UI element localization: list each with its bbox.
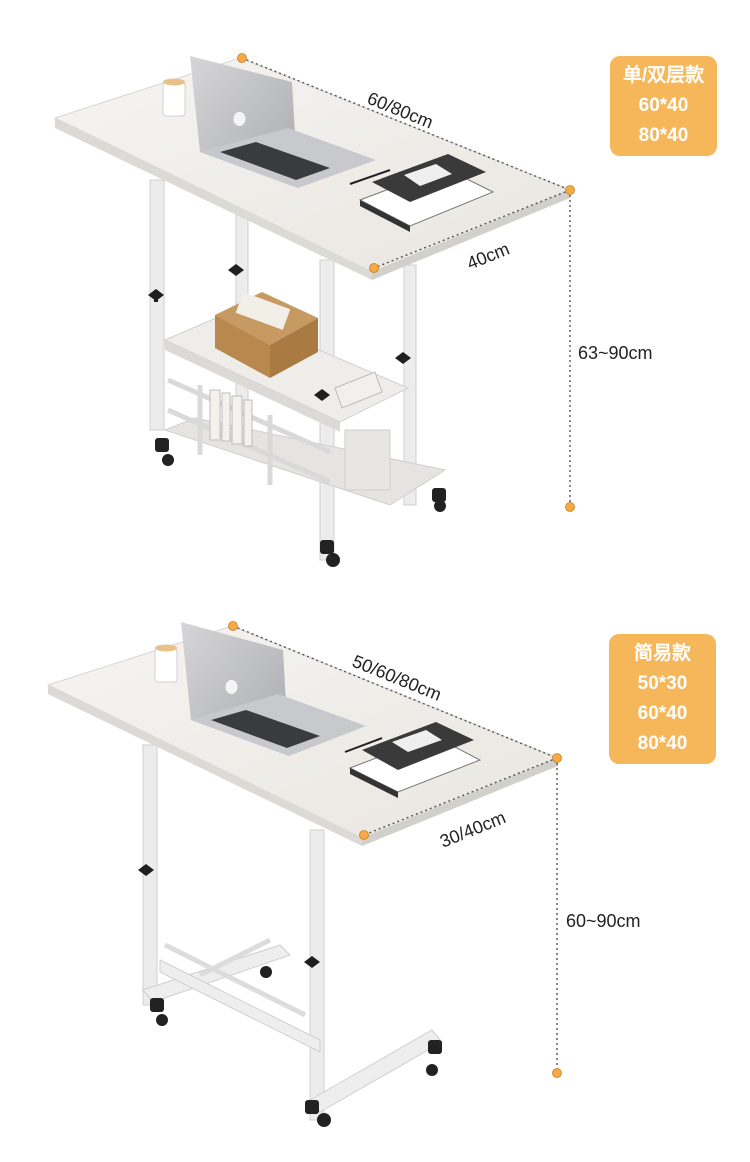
badge-size: 80*40 [638, 125, 689, 146]
dimension-lines [232, 57, 571, 1073]
badge-size: 60*40 [638, 95, 689, 116]
badge-size: 60*40 [637, 703, 688, 724]
simple-desk [46, 622, 560, 1127]
variant-badge-double-layer: 单/双层款 60*40 80*40 [610, 56, 717, 156]
double-layer-desk [53, 56, 572, 567]
variant-badge-simple: 简易款 50*30 60*40 80*40 [609, 634, 716, 764]
height-dimension-label: 63~90cm [578, 343, 653, 363]
badge-title: 单/双层款 [622, 65, 705, 86]
dimension-dots [228, 53, 575, 1078]
badge-size: 50*30 [637, 673, 688, 694]
badge-size: 80*40 [637, 733, 688, 754]
badge-title: 简易款 [633, 643, 691, 664]
height-dimension-label: 60~90cm [566, 911, 641, 931]
